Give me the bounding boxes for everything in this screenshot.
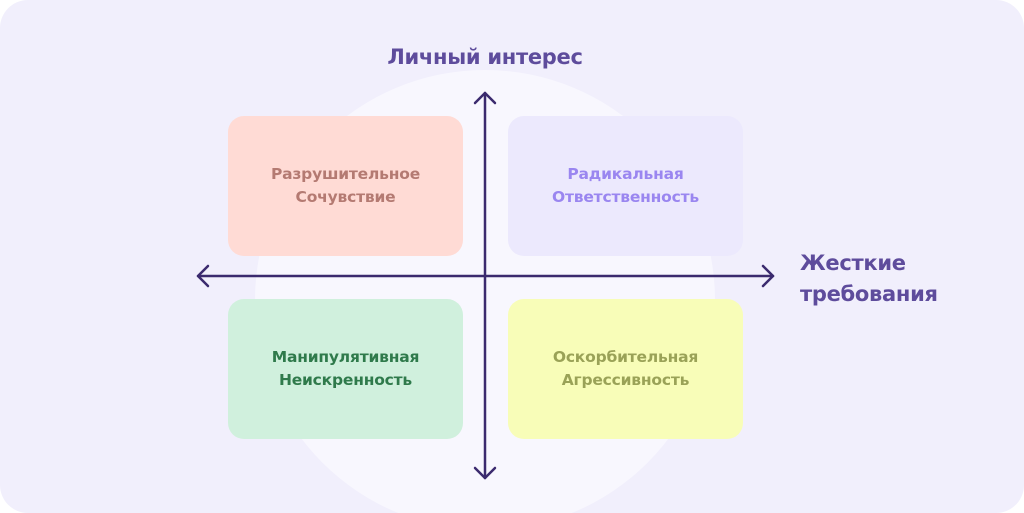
quadrant-title-line1: Радикальная xyxy=(567,165,684,183)
quadrant-obnoxious-aggression: Оскорбительная Агрессивность xyxy=(508,299,743,439)
quadrant-title-line2: Сочувствие xyxy=(295,188,396,206)
horizontal-axis-label-line1: Жесткие xyxy=(800,251,906,275)
quadrant-radical-candor: Радикальная Ответственность xyxy=(508,116,743,256)
quadrant-title-line1: Оскорбительная xyxy=(552,348,699,366)
horizontal-axis-label: Жесткие требования xyxy=(800,248,938,310)
arrow-right-icon xyxy=(761,264,775,288)
quadrant-destructive-empathy: Разрушительное Сочувствие xyxy=(228,116,463,256)
arrow-up-icon xyxy=(473,91,497,105)
quadrant-title-line1: Разрушительное xyxy=(270,165,421,183)
horizontal-axis-label-line2: требования xyxy=(800,282,938,306)
vertical-axis-label: Личный интерес xyxy=(387,45,583,69)
quadrant-title-line2: Агрессивность xyxy=(561,371,690,389)
quadrant-manipulative-insincerity: Манипулятивная Неискренность xyxy=(228,299,463,439)
quadrant-title-line2: Неискренность xyxy=(278,371,413,389)
arrow-left-icon xyxy=(196,264,210,288)
quadrant-title-line1: Манипулятивная xyxy=(271,348,420,366)
quadrant-title-line2: Ответственность xyxy=(552,188,699,206)
arrow-down-icon xyxy=(473,466,497,480)
